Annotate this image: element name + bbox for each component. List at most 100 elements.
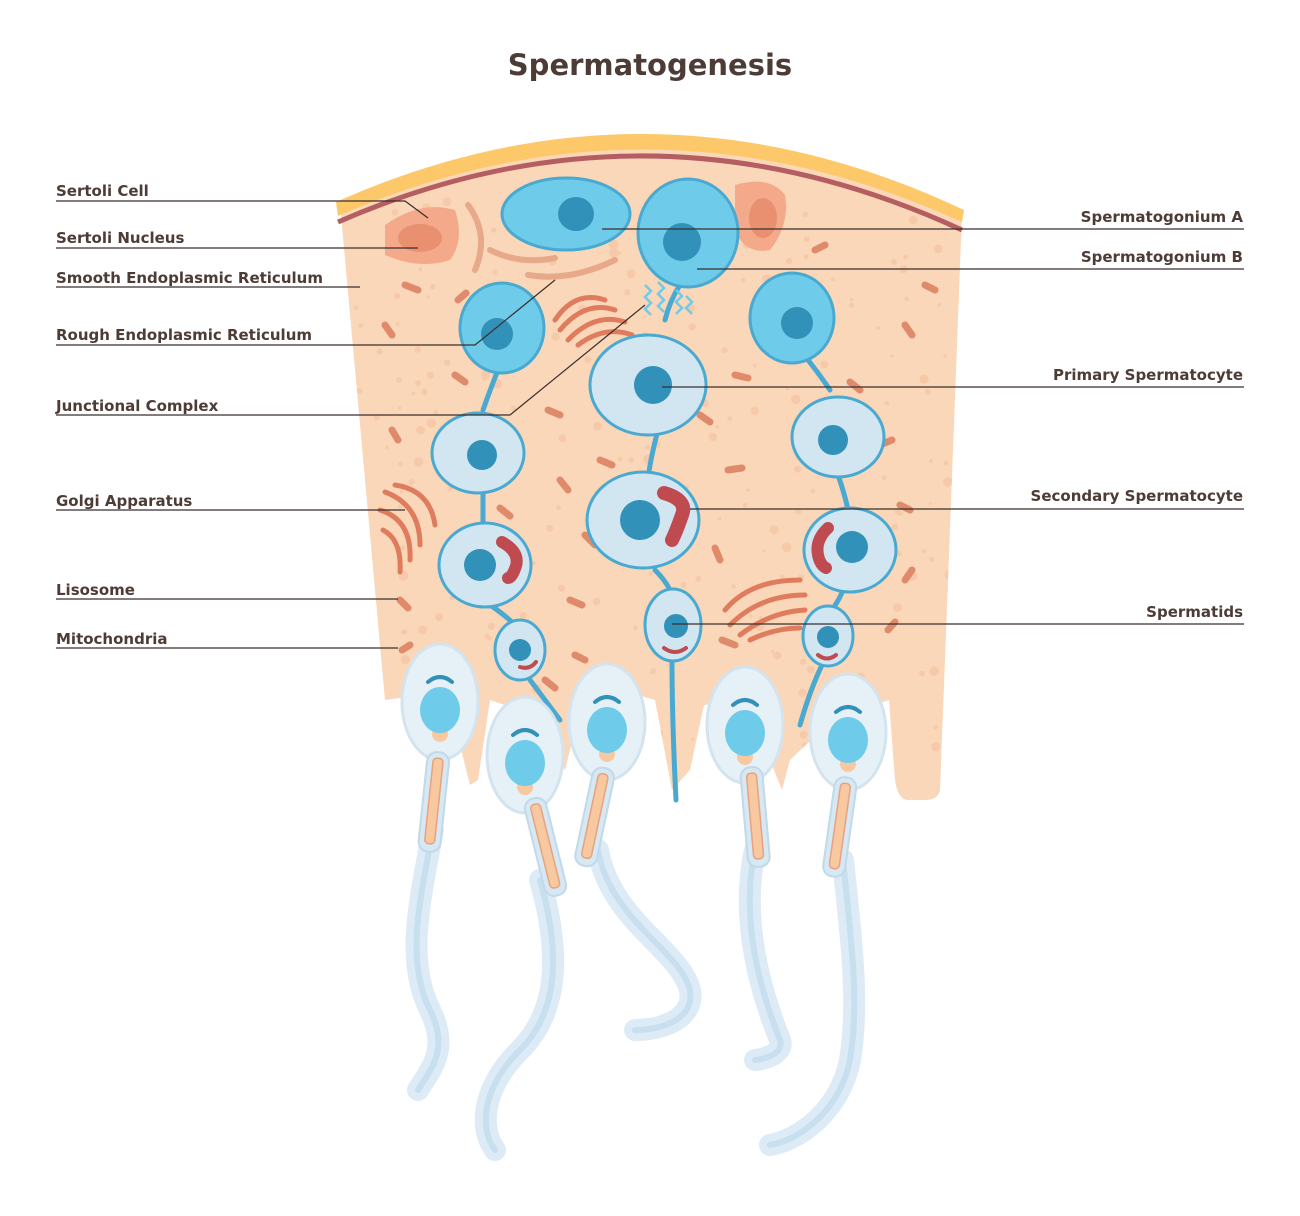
speckle: [746, 488, 750, 492]
speckle: [944, 570, 954, 580]
speckle: [801, 742, 809, 749]
speckle: [762, 549, 766, 553]
speckle: [650, 668, 657, 675]
cell-nucleus: [481, 318, 513, 350]
speckle: [721, 347, 728, 354]
label-primary-spermatocyte: Primary Spermatocyte: [1052, 366, 1243, 384]
mitochondrion: [556, 476, 572, 494]
spermatid-right: [801, 604, 855, 668]
speckle: [487, 622, 496, 630]
speckle: [648, 571, 653, 576]
speckle: [727, 416, 733, 422]
mitochondrion-cluster: [657, 486, 691, 547]
speckle: [609, 247, 620, 258]
sperm-acrosome: [731, 698, 759, 707]
speckle: [389, 714, 397, 723]
speckle: [593, 421, 602, 431]
speckle: [680, 582, 687, 588]
cell-nucleus: [509, 639, 531, 661]
mitochondrion: [454, 289, 470, 304]
speckle: [397, 406, 402, 410]
sperm-head: [828, 717, 868, 763]
mitochondrion: [396, 596, 412, 612]
sperm-acrosome: [426, 675, 454, 684]
sperm-acrosome: [834, 705, 862, 714]
mitochondrion: [811, 241, 829, 254]
speckle: [433, 410, 439, 415]
speckle: [645, 730, 654, 739]
speckle: [416, 425, 425, 435]
speckle: [850, 297, 854, 302]
sperm-tails: [405, 819, 866, 1161]
speckle: [391, 209, 399, 216]
speckle: [395, 322, 400, 327]
primary-spermatocyte-right: [790, 395, 886, 479]
speckle: [770, 650, 775, 654]
speckle: [731, 584, 736, 589]
speckle: [426, 418, 436, 428]
mitochondrion: [731, 371, 752, 382]
cell-nucleus: [818, 425, 848, 455]
speckle: [790, 394, 801, 405]
speckle: [510, 405, 516, 411]
speckle: [903, 254, 908, 260]
speckle: [346, 442, 354, 450]
speckle: [557, 584, 565, 592]
diagram-title: Spermatogenesis: [507, 48, 793, 82]
outer-membrane: [336, 133, 964, 222]
mitochondrion: [901, 321, 916, 339]
speckle: [943, 477, 953, 487]
label-junctional-complex: Junctional Complex: [56, 397, 219, 415]
speckle: [695, 575, 702, 582]
mitochondrion: [718, 636, 739, 649]
mitochondrion: [724, 464, 746, 474]
speckle: [408, 479, 415, 485]
spermatozoa: [400, 642, 888, 897]
spermatid-left: [493, 618, 547, 682]
speckle: [848, 302, 855, 308]
speckle: [929, 666, 939, 676]
speckle: [933, 724, 938, 730]
speckle: [653, 728, 664, 739]
speckle: [402, 629, 408, 635]
speckle: [370, 749, 381, 759]
speckle: [345, 563, 350, 568]
speckle: [626, 269, 636, 279]
speckle: [897, 511, 903, 516]
cell-nucleus: [817, 626, 839, 648]
speckle: [893, 603, 903, 613]
cell-nucleus: [464, 549, 496, 581]
golgi-apparatus-shape: [377, 482, 438, 575]
mitochondrion: [571, 651, 589, 664]
speckle: [353, 305, 359, 311]
speckle: [397, 504, 403, 509]
secondary-spermatocyte-left: [437, 521, 533, 609]
speckle: [628, 457, 634, 463]
speckle: [551, 332, 560, 341]
speckle: [943, 460, 949, 466]
spermatozoon: [400, 642, 480, 853]
speckle: [546, 524, 554, 532]
speckle: [786, 257, 793, 264]
mitochondrion: [884, 618, 899, 634]
speckle: [532, 561, 536, 565]
sperm-tail-outline: [405, 819, 866, 1161]
speckle: [718, 517, 722, 521]
speckle: [810, 488, 816, 494]
speckle: [358, 322, 364, 328]
sperm-head: [587, 707, 627, 753]
speckle: [519, 612, 527, 619]
label-spermatogonium-b: Spermatogonium B: [1080, 248, 1243, 266]
speckle: [492, 269, 498, 275]
sperm-midpiece: [828, 782, 852, 870]
speckle: [393, 293, 401, 300]
speckle: [391, 744, 396, 749]
speckle: [773, 651, 782, 660]
speckle: [924, 388, 931, 395]
organelles: [377, 181, 939, 692]
speckle: [342, 484, 349, 491]
speckle: [759, 615, 763, 619]
speckle: [803, 236, 810, 243]
sperm-head: [505, 740, 545, 786]
label-golgi-apparatus: Golgi Apparatus: [56, 492, 193, 510]
